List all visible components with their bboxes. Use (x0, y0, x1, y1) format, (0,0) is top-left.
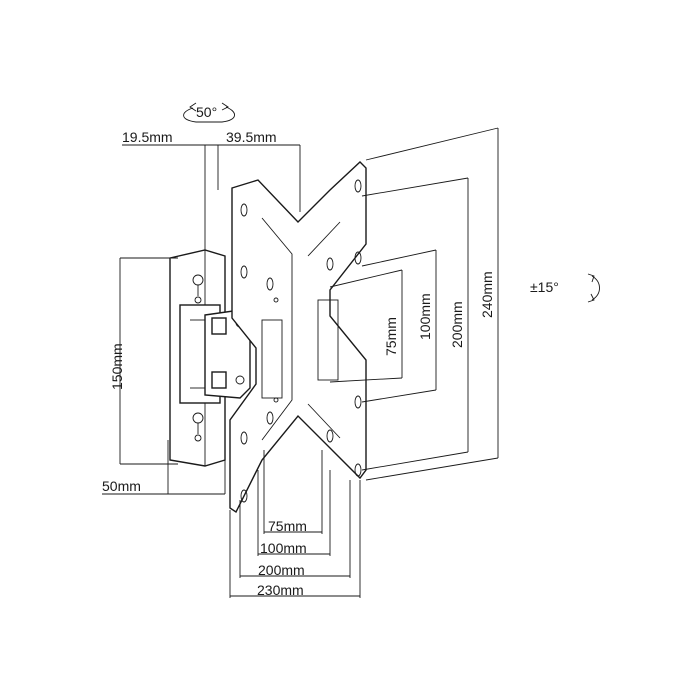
swivel-arrow-icon (183, 102, 235, 123)
swivel-arm (179, 304, 251, 404)
offset-left-label: 19.5mm (122, 129, 173, 145)
vesa-horizontal-100-label: 100mm (260, 540, 307, 556)
vesa-vertical-75-label: 75mm (383, 317, 399, 356)
left-dimension-lines (102, 257, 226, 495)
offset-right-label: 39.5mm (226, 129, 277, 145)
vesa-horizontal-200-label: 200mm (258, 562, 305, 578)
vesa-vertical-100-label: 100mm (417, 293, 433, 340)
tilt-arrow-icon (587, 273, 600, 303)
bottom-dimension-lines (229, 450, 361, 598)
tilt-angle-label: ±15° (530, 279, 559, 295)
depth-label: 50mm (102, 478, 141, 494)
vesa-plate (229, 161, 367, 514)
plate-width-label: 230mm (257, 582, 304, 598)
vesa-horizontal-75-label: 75mm (268, 518, 307, 534)
offset-dimension-lines (122, 144, 301, 250)
vesa-vertical-200-label: 200mm (449, 301, 465, 348)
right-dimension-lines (329, 127, 499, 481)
plate-height-label: 240mm (479, 271, 495, 318)
wall-plate-height-label: 150mm (109, 343, 125, 390)
swivel-angle-label: 50° (196, 104, 217, 120)
